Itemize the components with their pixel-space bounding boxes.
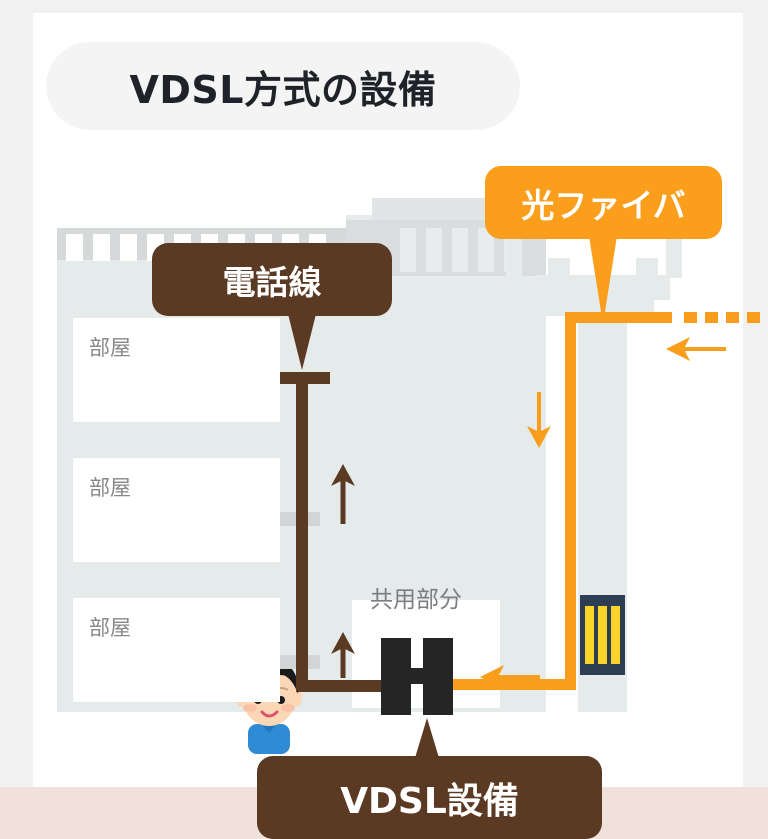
- fiber-dash-segment: [705, 312, 718, 323]
- pole-side-post: [506, 230, 522, 278]
- room-label: 部屋: [89, 336, 131, 360]
- phone-line-label-text: 電話線: [222, 262, 322, 302]
- roof-stripe: [93, 234, 110, 261]
- page-title: VDSL方式の設備: [129, 67, 437, 112]
- arrow-up-icon: [331, 464, 355, 524]
- fiber-line-bottom-horizontal: [448, 679, 576, 690]
- vdsl-equipment-label-text: VDSL設備: [340, 780, 519, 822]
- pole-marker-stripe: [598, 606, 607, 664]
- fence-stripe: [400, 228, 416, 272]
- fence-stripe: [478, 228, 494, 272]
- fiber-label-text: 光ファイバ: [521, 185, 686, 225]
- vdsl-crossbar: [409, 668, 425, 684]
- roof-stripe: [66, 234, 83, 261]
- pole-marker-stripe: [611, 606, 620, 664]
- room-box: 部屋: [73, 458, 280, 562]
- middle-building-roof: [372, 198, 522, 220]
- room-box: 部屋: [73, 318, 302, 754]
- fiber-dash-segment: [684, 312, 697, 323]
- fiber-line-vertical: [565, 312, 576, 690]
- pole-marker-stripe: [585, 606, 594, 664]
- vdsl-right-post: [423, 638, 453, 715]
- phone-line-label: 電話線: [152, 243, 392, 316]
- phone-line-bottom-horizontal: [296, 680, 391, 692]
- fiber-dash-segment: [747, 312, 760, 323]
- fence-stripe: [426, 228, 442, 272]
- vdsl-equipment-icon: [381, 638, 460, 715]
- phone-label-pointer: [288, 314, 316, 370]
- room-label: 部屋: [89, 616, 131, 640]
- fence-stripe: [452, 228, 468, 272]
- pole-side-post: [666, 230, 682, 278]
- common-area-label: 共用部分: [370, 587, 462, 613]
- pole-insulator: [636, 258, 658, 280]
- pole-insulator: [548, 258, 570, 280]
- room-box: 部屋: [73, 598, 280, 702]
- striped-pole-marker-icon: [580, 595, 625, 675]
- arrow-left-icon: [480, 665, 540, 689]
- vdsl-left-post: [381, 638, 411, 715]
- phone-line-vertical-riser: [296, 372, 308, 692]
- vdsl-equipment-label: VDSL設備: [257, 756, 602, 839]
- title-pill: VDSL方式の設備: [46, 42, 520, 130]
- fiber-label: 光ファイバ: [485, 166, 722, 239]
- room-label: 部屋: [89, 476, 131, 500]
- arrow-up-icon: [331, 632, 355, 678]
- roof-stripe: [120, 234, 137, 261]
- fiber-line-top-horizontal: [565, 312, 672, 323]
- fiber-dash-segment: [726, 312, 739, 323]
- fiber-label-pointer: [589, 236, 617, 324]
- arrow-left-icon: [666, 337, 726, 361]
- arrow-down-icon: [527, 392, 551, 448]
